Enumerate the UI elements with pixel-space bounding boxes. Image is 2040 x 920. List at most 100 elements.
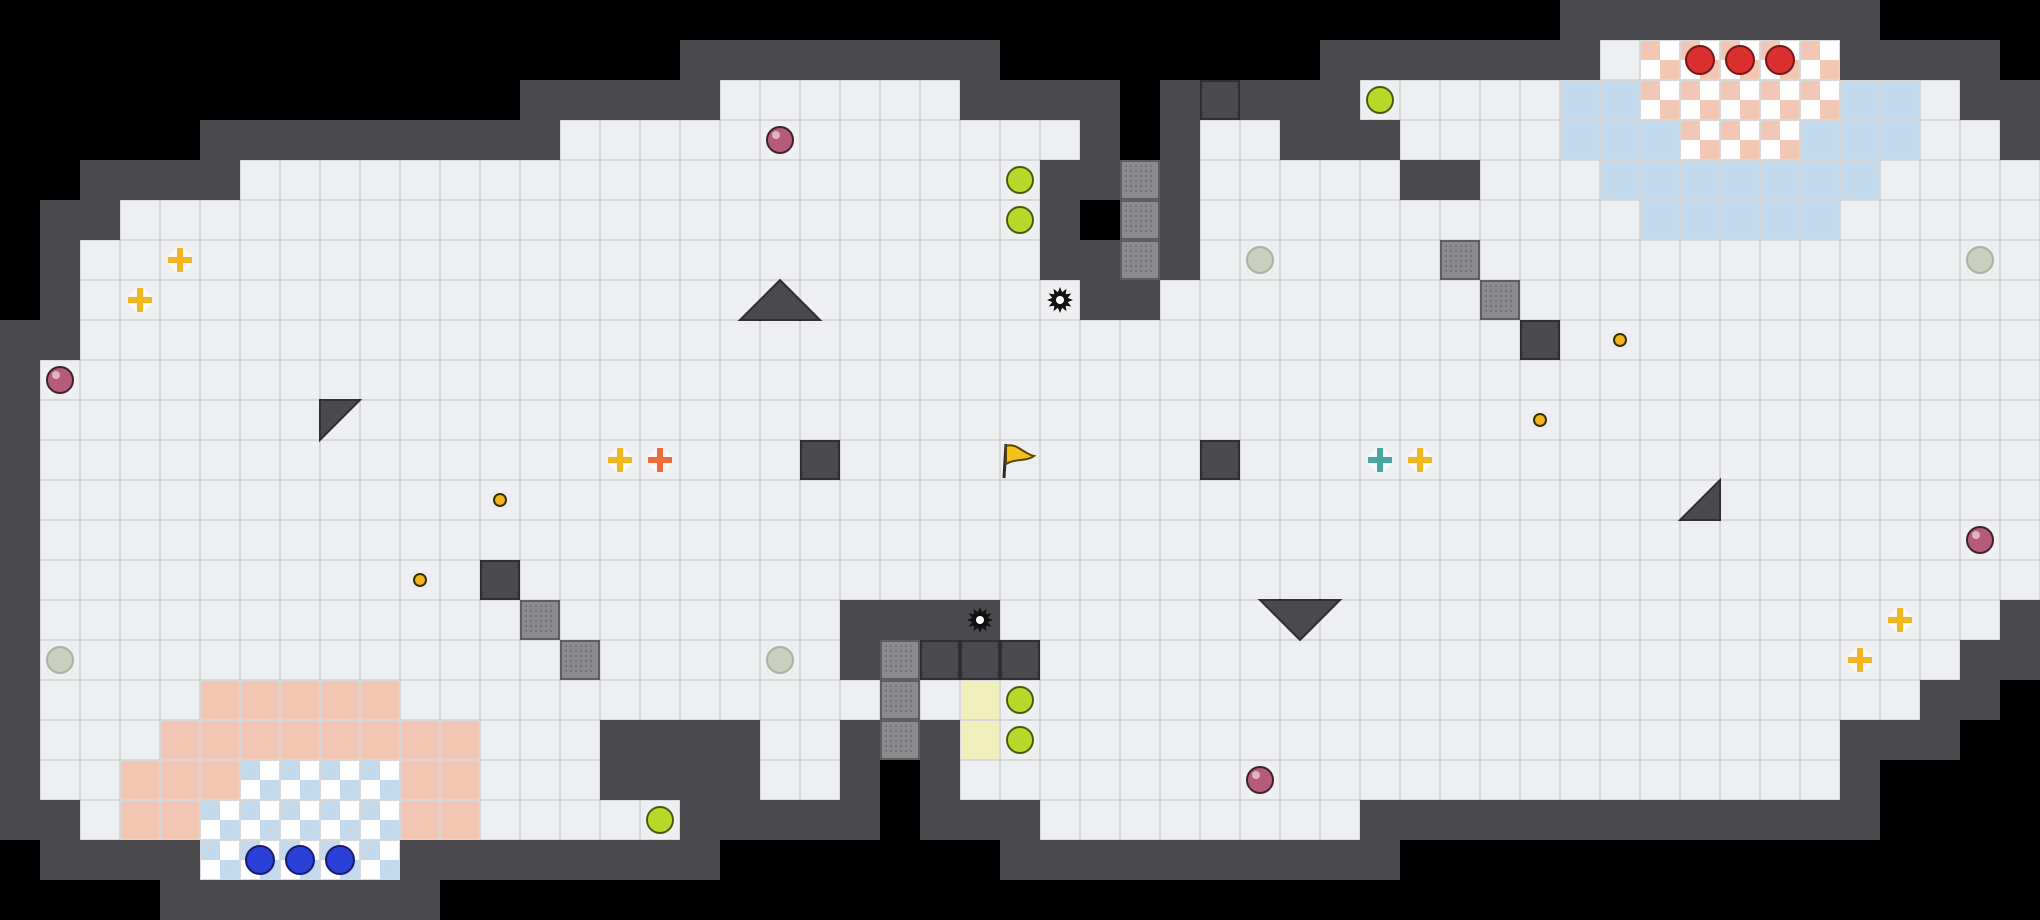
grate-hole bbox=[585, 665, 587, 667]
floor-tile bbox=[800, 160, 840, 200]
bomb-body bbox=[1966, 526, 1994, 554]
wall-tile bbox=[1080, 160, 1120, 200]
grate-hole bbox=[890, 710, 892, 712]
grate-frame bbox=[1440, 240, 1480, 280]
floor-tile bbox=[80, 480, 120, 520]
grid-cell bbox=[920, 520, 960, 560]
floor-tile bbox=[120, 320, 160, 360]
bomb-shine bbox=[52, 371, 60, 379]
grate-hole bbox=[890, 690, 892, 692]
floor-tile bbox=[40, 400, 80, 440]
grate-hole bbox=[590, 650, 592, 652]
floor-tile bbox=[1360, 240, 1400, 280]
grid-cell bbox=[400, 240, 440, 280]
floor-tile bbox=[1120, 600, 1160, 640]
grid-cell bbox=[240, 520, 280, 560]
floor-tile bbox=[120, 400, 160, 440]
grate-hole bbox=[535, 625, 537, 627]
floor-tile bbox=[240, 280, 280, 320]
grid-cell bbox=[840, 440, 880, 480]
grid-cell bbox=[760, 520, 800, 560]
grate-hole bbox=[1485, 295, 1487, 297]
red-endzone-tile bbox=[1680, 80, 1700, 100]
grid-cell bbox=[1320, 400, 1360, 440]
floor-tile bbox=[1960, 400, 2000, 440]
grid-cell bbox=[160, 440, 200, 480]
blue-zone-tile bbox=[1600, 120, 1640, 160]
wall-tile bbox=[1040, 80, 1080, 120]
wall-tile bbox=[1080, 840, 1120, 880]
grid-cell bbox=[1320, 520, 1360, 560]
wall-tile bbox=[0, 440, 40, 480]
floor-tile bbox=[680, 600, 720, 640]
grate-hole bbox=[1450, 270, 1452, 272]
grate-hole bbox=[905, 665, 907, 667]
grate-hole bbox=[535, 630, 537, 632]
floor-tile bbox=[880, 200, 920, 240]
floor-tile bbox=[800, 480, 840, 520]
grate-hole bbox=[1455, 265, 1457, 267]
grate-hole bbox=[1445, 250, 1447, 252]
floor-tile bbox=[560, 280, 600, 320]
floor-tile bbox=[1760, 560, 1800, 600]
floor-tile bbox=[240, 520, 280, 560]
floor-tile bbox=[1280, 520, 1320, 560]
grate-hole bbox=[895, 725, 897, 727]
floor-tile bbox=[160, 360, 200, 400]
floor-tile bbox=[2000, 320, 2040, 360]
grid-cell bbox=[1120, 360, 1160, 400]
grate-hole bbox=[895, 655, 897, 657]
wall-tile bbox=[1000, 840, 1040, 880]
floor-tile bbox=[480, 640, 520, 680]
floor-tile bbox=[1360, 560, 1400, 600]
grid-cell bbox=[1160, 440, 1200, 480]
grid-cell bbox=[1240, 720, 1280, 760]
red-zone-tile bbox=[160, 800, 200, 840]
grid-cell bbox=[1280, 680, 1320, 720]
floor-tile bbox=[1640, 720, 1680, 760]
grate-hole bbox=[1130, 265, 1132, 267]
floor-tile bbox=[1400, 520, 1440, 560]
grate-hole bbox=[1130, 220, 1132, 222]
floor-tile bbox=[1600, 560, 1640, 600]
grate-hole bbox=[570, 655, 572, 657]
grid-cell bbox=[1880, 520, 1920, 560]
wall-tile bbox=[840, 600, 880, 640]
floor-tile bbox=[640, 480, 680, 520]
grid-cell bbox=[960, 680, 1000, 720]
floor-tile bbox=[680, 200, 720, 240]
wall-tile bbox=[1880, 720, 1920, 760]
wall-tile bbox=[0, 320, 40, 360]
grid-cell bbox=[720, 520, 760, 560]
grate-hole bbox=[885, 700, 887, 702]
grid-cell bbox=[1480, 200, 1520, 240]
floor-tile bbox=[1080, 560, 1120, 600]
grid-cell bbox=[1240, 480, 1280, 520]
floor-tile bbox=[560, 320, 600, 360]
blue-zone-tile bbox=[1560, 120, 1600, 160]
floor-tile bbox=[720, 640, 760, 680]
grid-cell bbox=[960, 560, 1000, 600]
wall-tile bbox=[40, 280, 80, 320]
grid-cell bbox=[1440, 80, 1480, 120]
floor-tile bbox=[120, 480, 160, 520]
grid-cell bbox=[1880, 640, 1920, 680]
grid-cell bbox=[1320, 760, 1360, 800]
grid-cell bbox=[1600, 480, 1640, 520]
floor-tile bbox=[1520, 440, 1560, 480]
grid-cell bbox=[840, 400, 880, 440]
grid-cell bbox=[1960, 400, 2000, 440]
floor-tile bbox=[200, 440, 240, 480]
grid-cell bbox=[880, 320, 920, 360]
blue-zone-tile bbox=[1840, 160, 1880, 200]
blue-endzone-tile bbox=[280, 760, 300, 780]
grate-hole bbox=[1455, 250, 1457, 252]
floor-tile bbox=[1280, 680, 1320, 720]
floor-tile bbox=[1080, 360, 1120, 400]
grate-hole bbox=[585, 660, 587, 662]
grid-cell bbox=[800, 480, 840, 520]
grid-cell bbox=[1600, 520, 1640, 560]
grid-cell bbox=[1880, 240, 1920, 280]
grate-hole bbox=[1150, 255, 1152, 257]
grid-cell bbox=[1280, 400, 1320, 440]
